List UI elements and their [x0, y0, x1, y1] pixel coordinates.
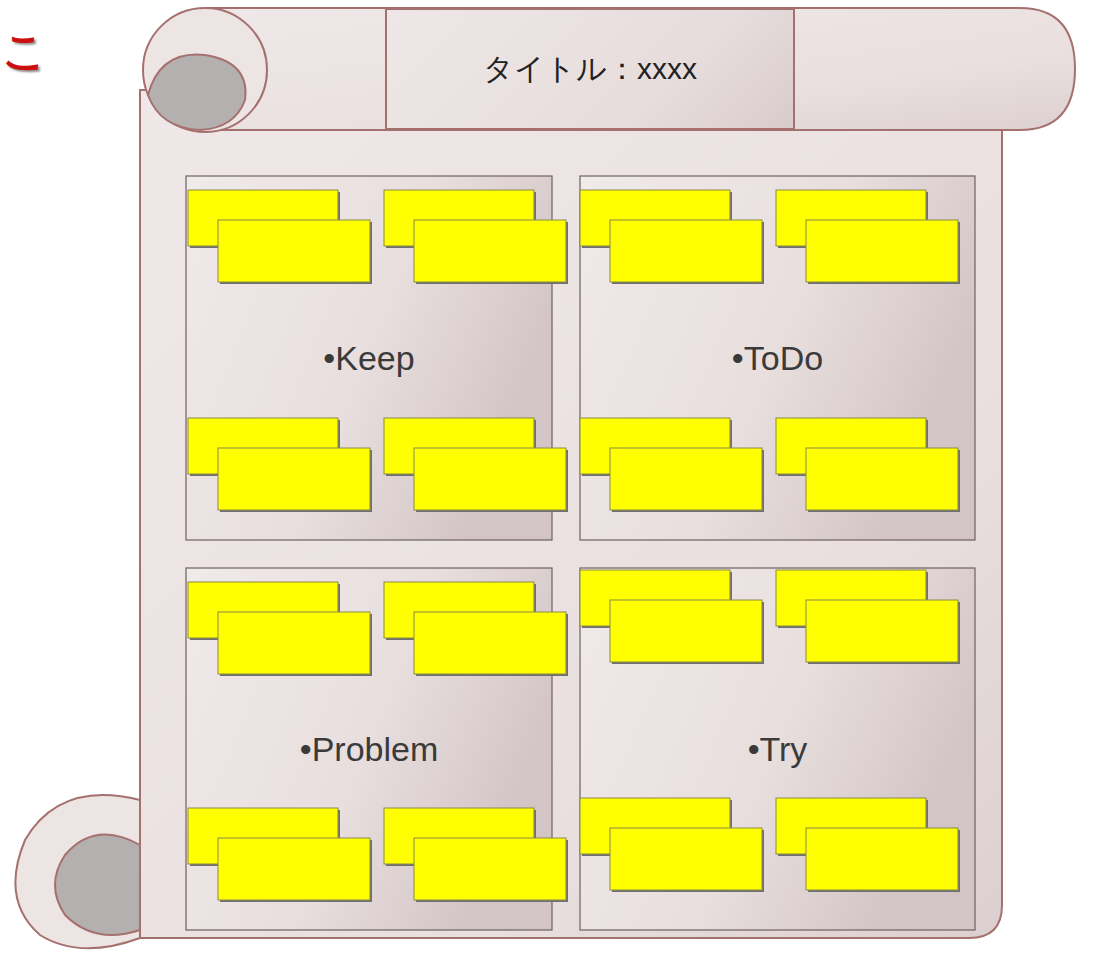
- node-text: •Try: [748, 730, 808, 769]
- scroll-bottom-curl-inner: [55, 835, 140, 935]
- todo-quadrant: •ToDo: [580, 176, 975, 540]
- quadrant-panel: [580, 176, 975, 540]
- sticky-notes: [188, 190, 960, 902]
- scroll-body: [140, 90, 1002, 938]
- node-text: •Keep: [323, 339, 414, 378]
- title-box: タイトル：xxxx: [385, 8, 795, 130]
- corner-mark: こ: [2, 22, 47, 81]
- quadrant-panel: [580, 568, 975, 930]
- scroll-curl-inner: [148, 55, 246, 131]
- node-text: •Problem: [300, 730, 439, 769]
- node-text: •ToDo: [732, 339, 823, 378]
- scroll-top-roll: [205, 8, 1075, 130]
- scroll-curl: [143, 8, 267, 132]
- try-quadrant: •Try: [580, 568, 975, 930]
- problem-quadrant: •Problem: [186, 568, 552, 930]
- keep-quadrant: •Keep: [186, 176, 552, 540]
- scroll-bottom-curl: [15, 795, 140, 948]
- node-text: タイトル：xxxx: [483, 49, 697, 90]
